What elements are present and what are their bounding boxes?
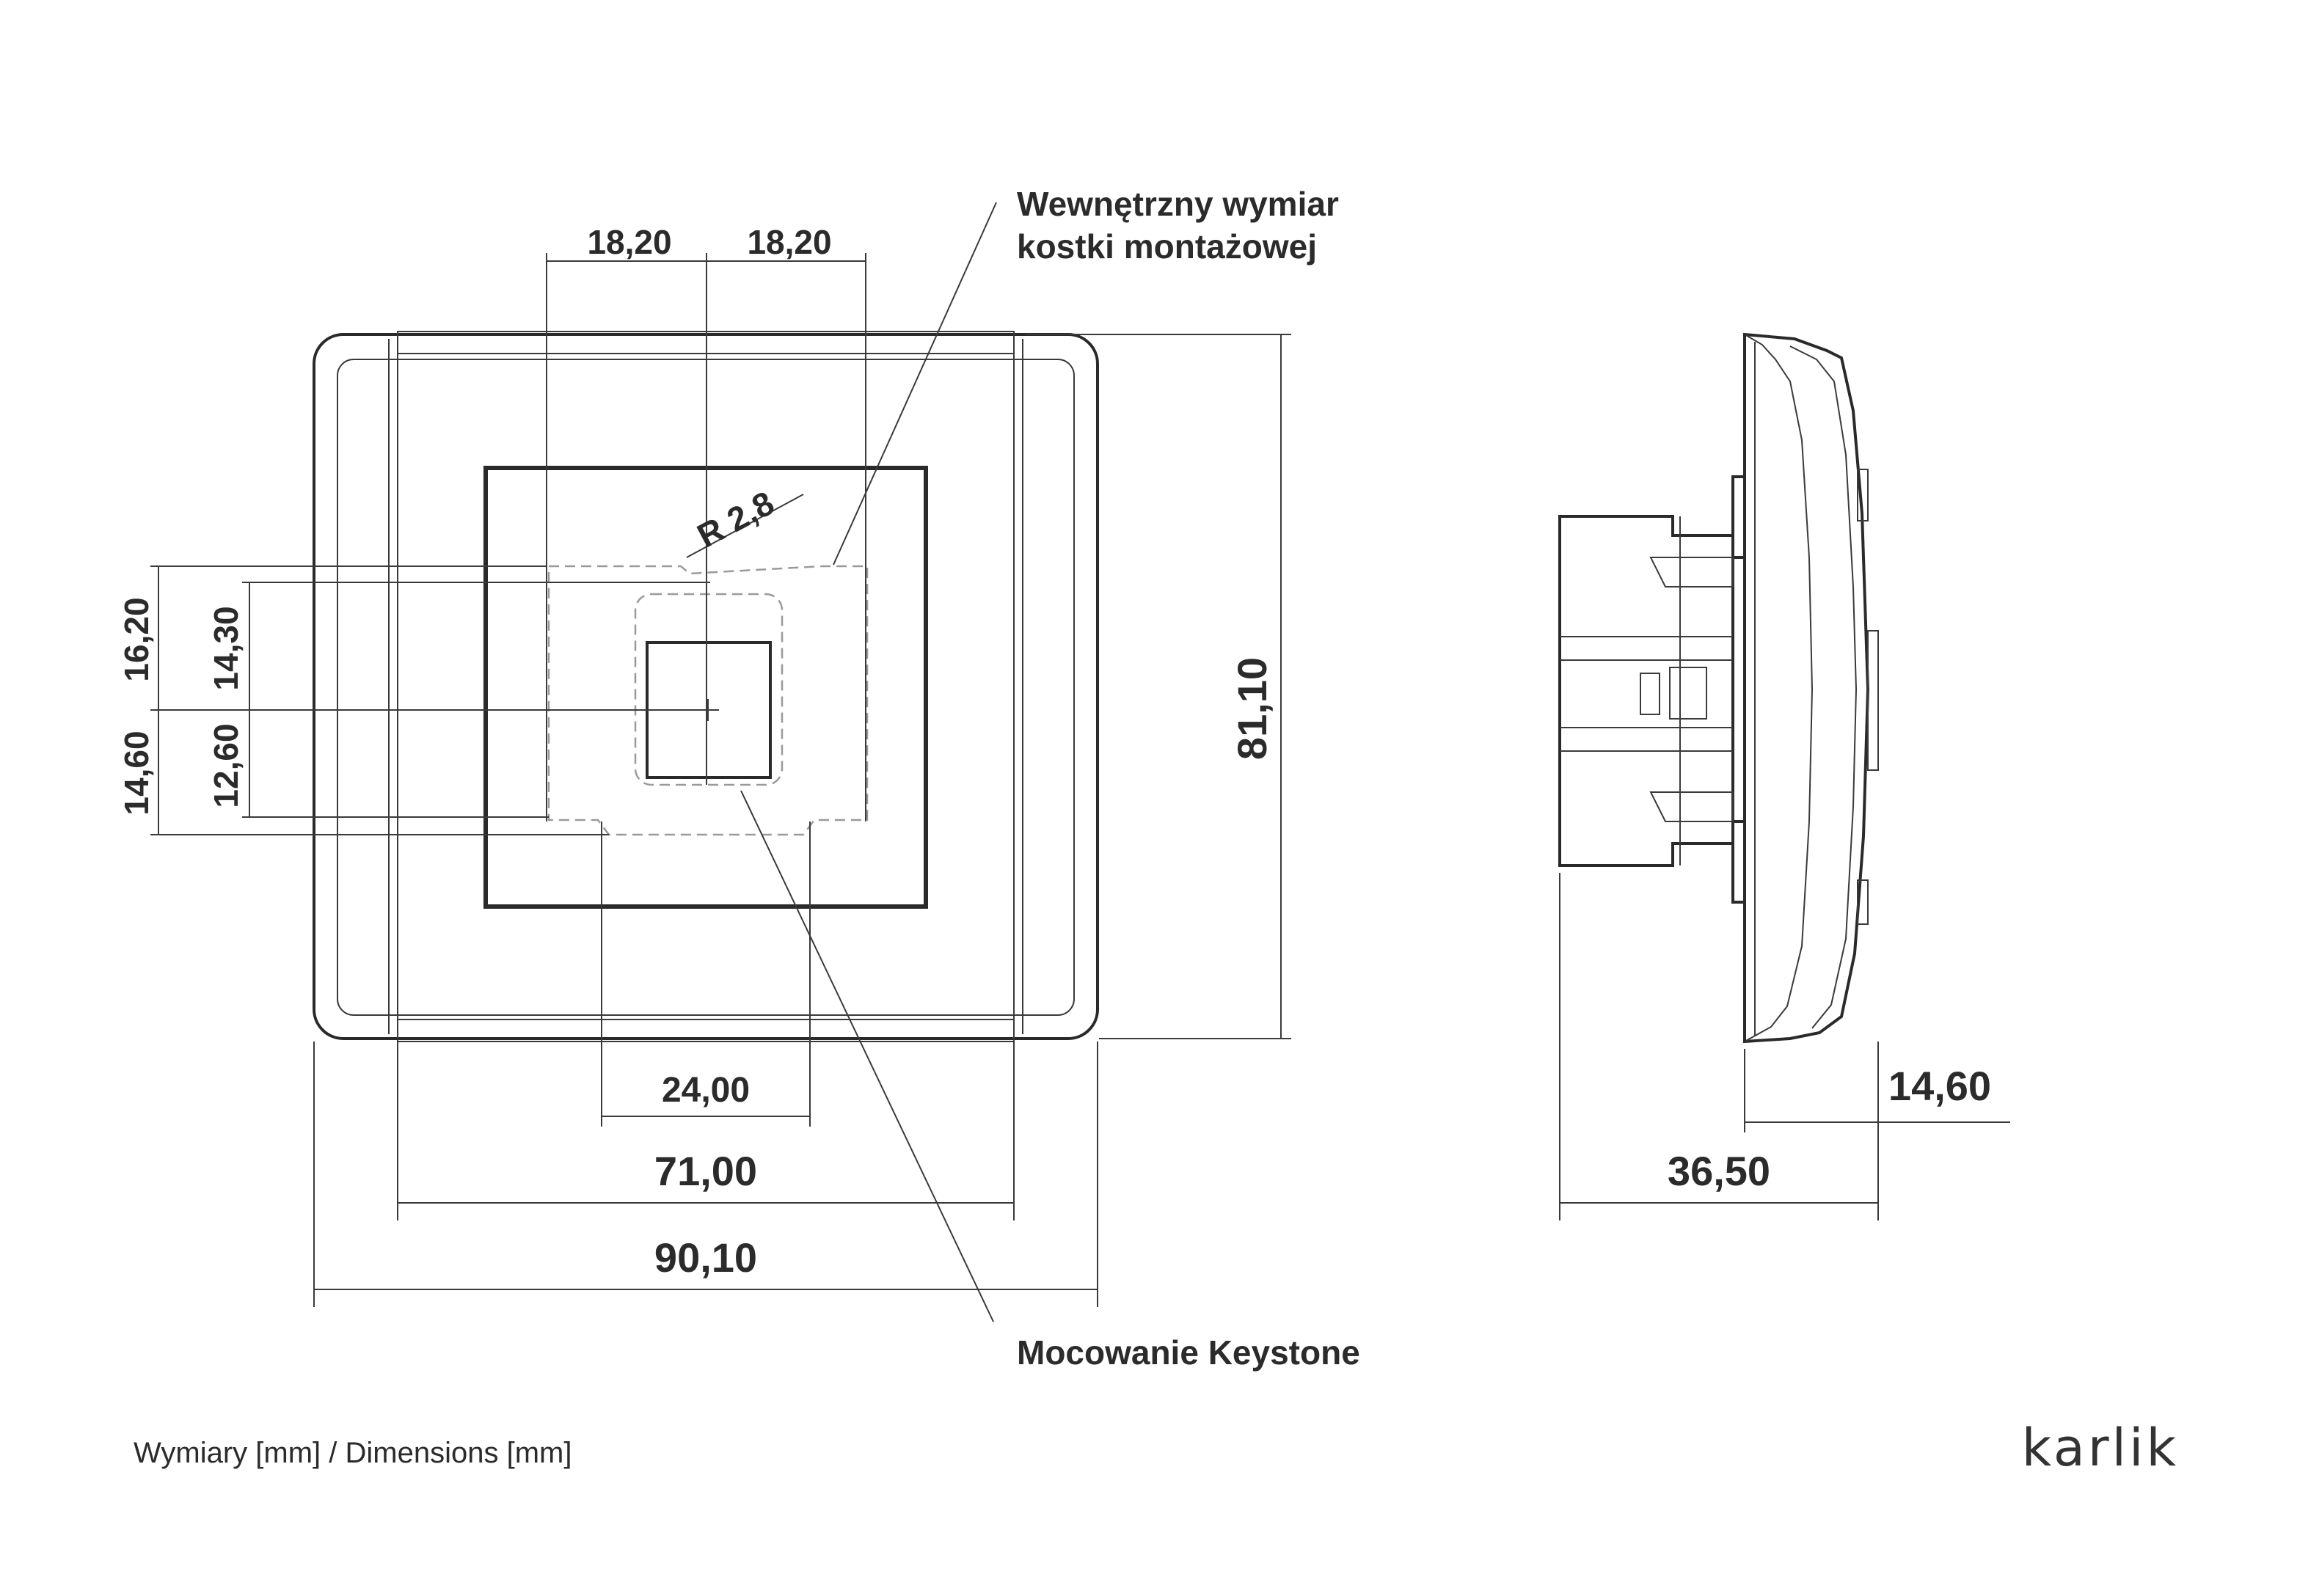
- side-plate-profile: [1743, 332, 1870, 1044]
- dim-outer-width: 90,10: [654, 1234, 757, 1281]
- mounting-box-outline: [547, 565, 869, 836]
- dim-inner-width: 71,00: [654, 1148, 757, 1194]
- dim-radius: R 2,8: [691, 483, 780, 555]
- dim-height: 81,10: [1229, 657, 1275, 760]
- callout-inner-box-line2: kostki montażowej: [1017, 227, 1317, 266]
- callout-inner-box-line1: Wewnętrzny wymiar: [1017, 185, 1339, 223]
- side-body: [1558, 515, 1734, 867]
- dim-left-outer-bottom: 14,60: [117, 731, 156, 815]
- dim-keystone-width: 24,00: [662, 1071, 750, 1110]
- dim-top-left: 18,20: [587, 223, 671, 261]
- footer: Wymiary [mm] / Dimensions [mm] karlik: [134, 1418, 2179, 1478]
- units-note: Wymiary [mm] / Dimensions [mm]: [134, 1437, 572, 1469]
- dim-left-outer-top: 16,20: [117, 597, 156, 681]
- side-dimension-lines: [1559, 873, 2010, 1220]
- dim-left-inner-bottom: 12,60: [207, 723, 245, 808]
- dim-left-inner-top: 14,30: [207, 606, 245, 690]
- brand-logo: karlik: [2022, 1418, 2179, 1478]
- side-view: [1558, 332, 1879, 1044]
- keystone-outline: [634, 593, 784, 786]
- dim-side-depth: 36,50: [1668, 1148, 1770, 1194]
- callout-labels: Wewnętrzny wymiar kostki montażowej Moco…: [1017, 185, 1360, 1372]
- callout-keystone: Mocowanie Keystone: [1017, 1333, 1360, 1372]
- dim-side-front: 14,60: [1888, 1063, 1991, 1109]
- dim-top-right: 18,20: [747, 223, 831, 261]
- front-dimension-lines: [150, 202, 1291, 1322]
